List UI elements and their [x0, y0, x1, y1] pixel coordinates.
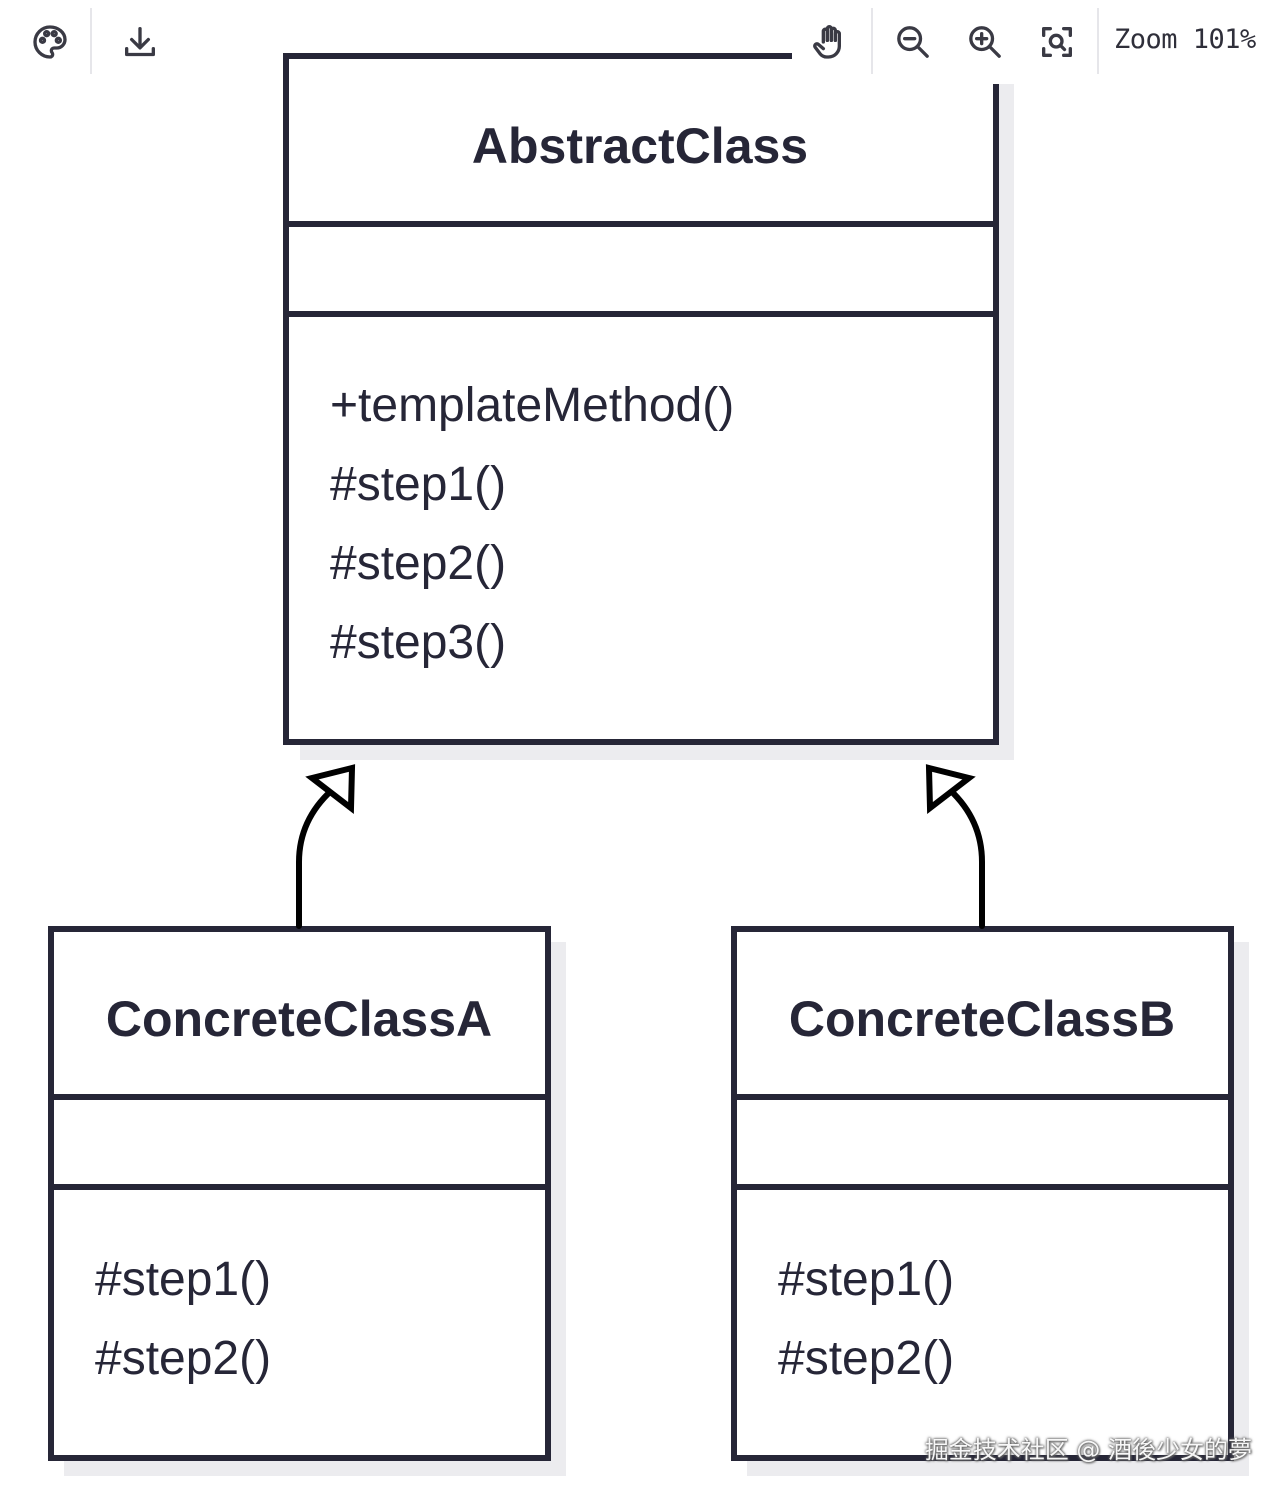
zoom-level-label: Zoom 101% [1114, 24, 1256, 55]
toolbar-left [0, 0, 180, 84]
class-abstract-method: #step1() [330, 458, 506, 511]
toolbar-separator [90, 8, 92, 74]
edge-line [947, 787, 985, 929]
zoom-in-icon[interactable] [964, 21, 1006, 63]
class-concrete-b-box [731, 926, 1234, 1461]
class-abstract-method: #step2() [330, 537, 506, 590]
fit-view-icon[interactable] [1036, 21, 1078, 63]
class-concrete-a-box [48, 926, 551, 1461]
toolbar-separator [871, 8, 873, 74]
class-concrete-a-name: ConcreteClassA [106, 991, 492, 1047]
class-concrete-b-method: #step2() [778, 1332, 954, 1385]
class-concrete-b-name: ConcreteClassB [789, 991, 1175, 1047]
class-concrete-a[interactable]: ConcreteClassA #step1() #step2() [48, 926, 566, 1476]
edge-line [296, 787, 335, 929]
class-concrete-b[interactable]: ConcreteClassB #step1() #step2() [731, 926, 1249, 1476]
class-concrete-b-method: #step1() [778, 1253, 954, 1306]
class-abstract[interactable]: AbstractClass +templateMethod() #step1()… [283, 53, 1014, 760]
toolbar-separator [1097, 8, 1099, 74]
class-abstract-method: +templateMethod() [330, 379, 734, 432]
toolbar-right: Zoom 101% [792, 0, 1288, 84]
class-concrete-a-method: #step1() [95, 1253, 271, 1306]
palette-icon[interactable] [29, 21, 71, 63]
download-icon[interactable] [119, 21, 161, 63]
edge-inheritance-a[interactable] [296, 764, 356, 929]
class-abstract-name: AbstractClass [472, 118, 808, 174]
zoom-out-icon[interactable] [892, 21, 934, 63]
hand-pan-icon[interactable] [809, 21, 851, 63]
inheritance-arrowhead-icon [305, 764, 356, 814]
class-abstract-box [283, 53, 999, 745]
class-concrete-a-method: #step2() [95, 1332, 271, 1385]
watermark: 掘金技术社区 @ 酒後少女的夢 [924, 1436, 1252, 1464]
edge-inheritance-b[interactable] [925, 764, 985, 929]
inheritance-arrowhead-icon [925, 764, 976, 814]
class-abstract-method: #step3() [330, 616, 506, 669]
